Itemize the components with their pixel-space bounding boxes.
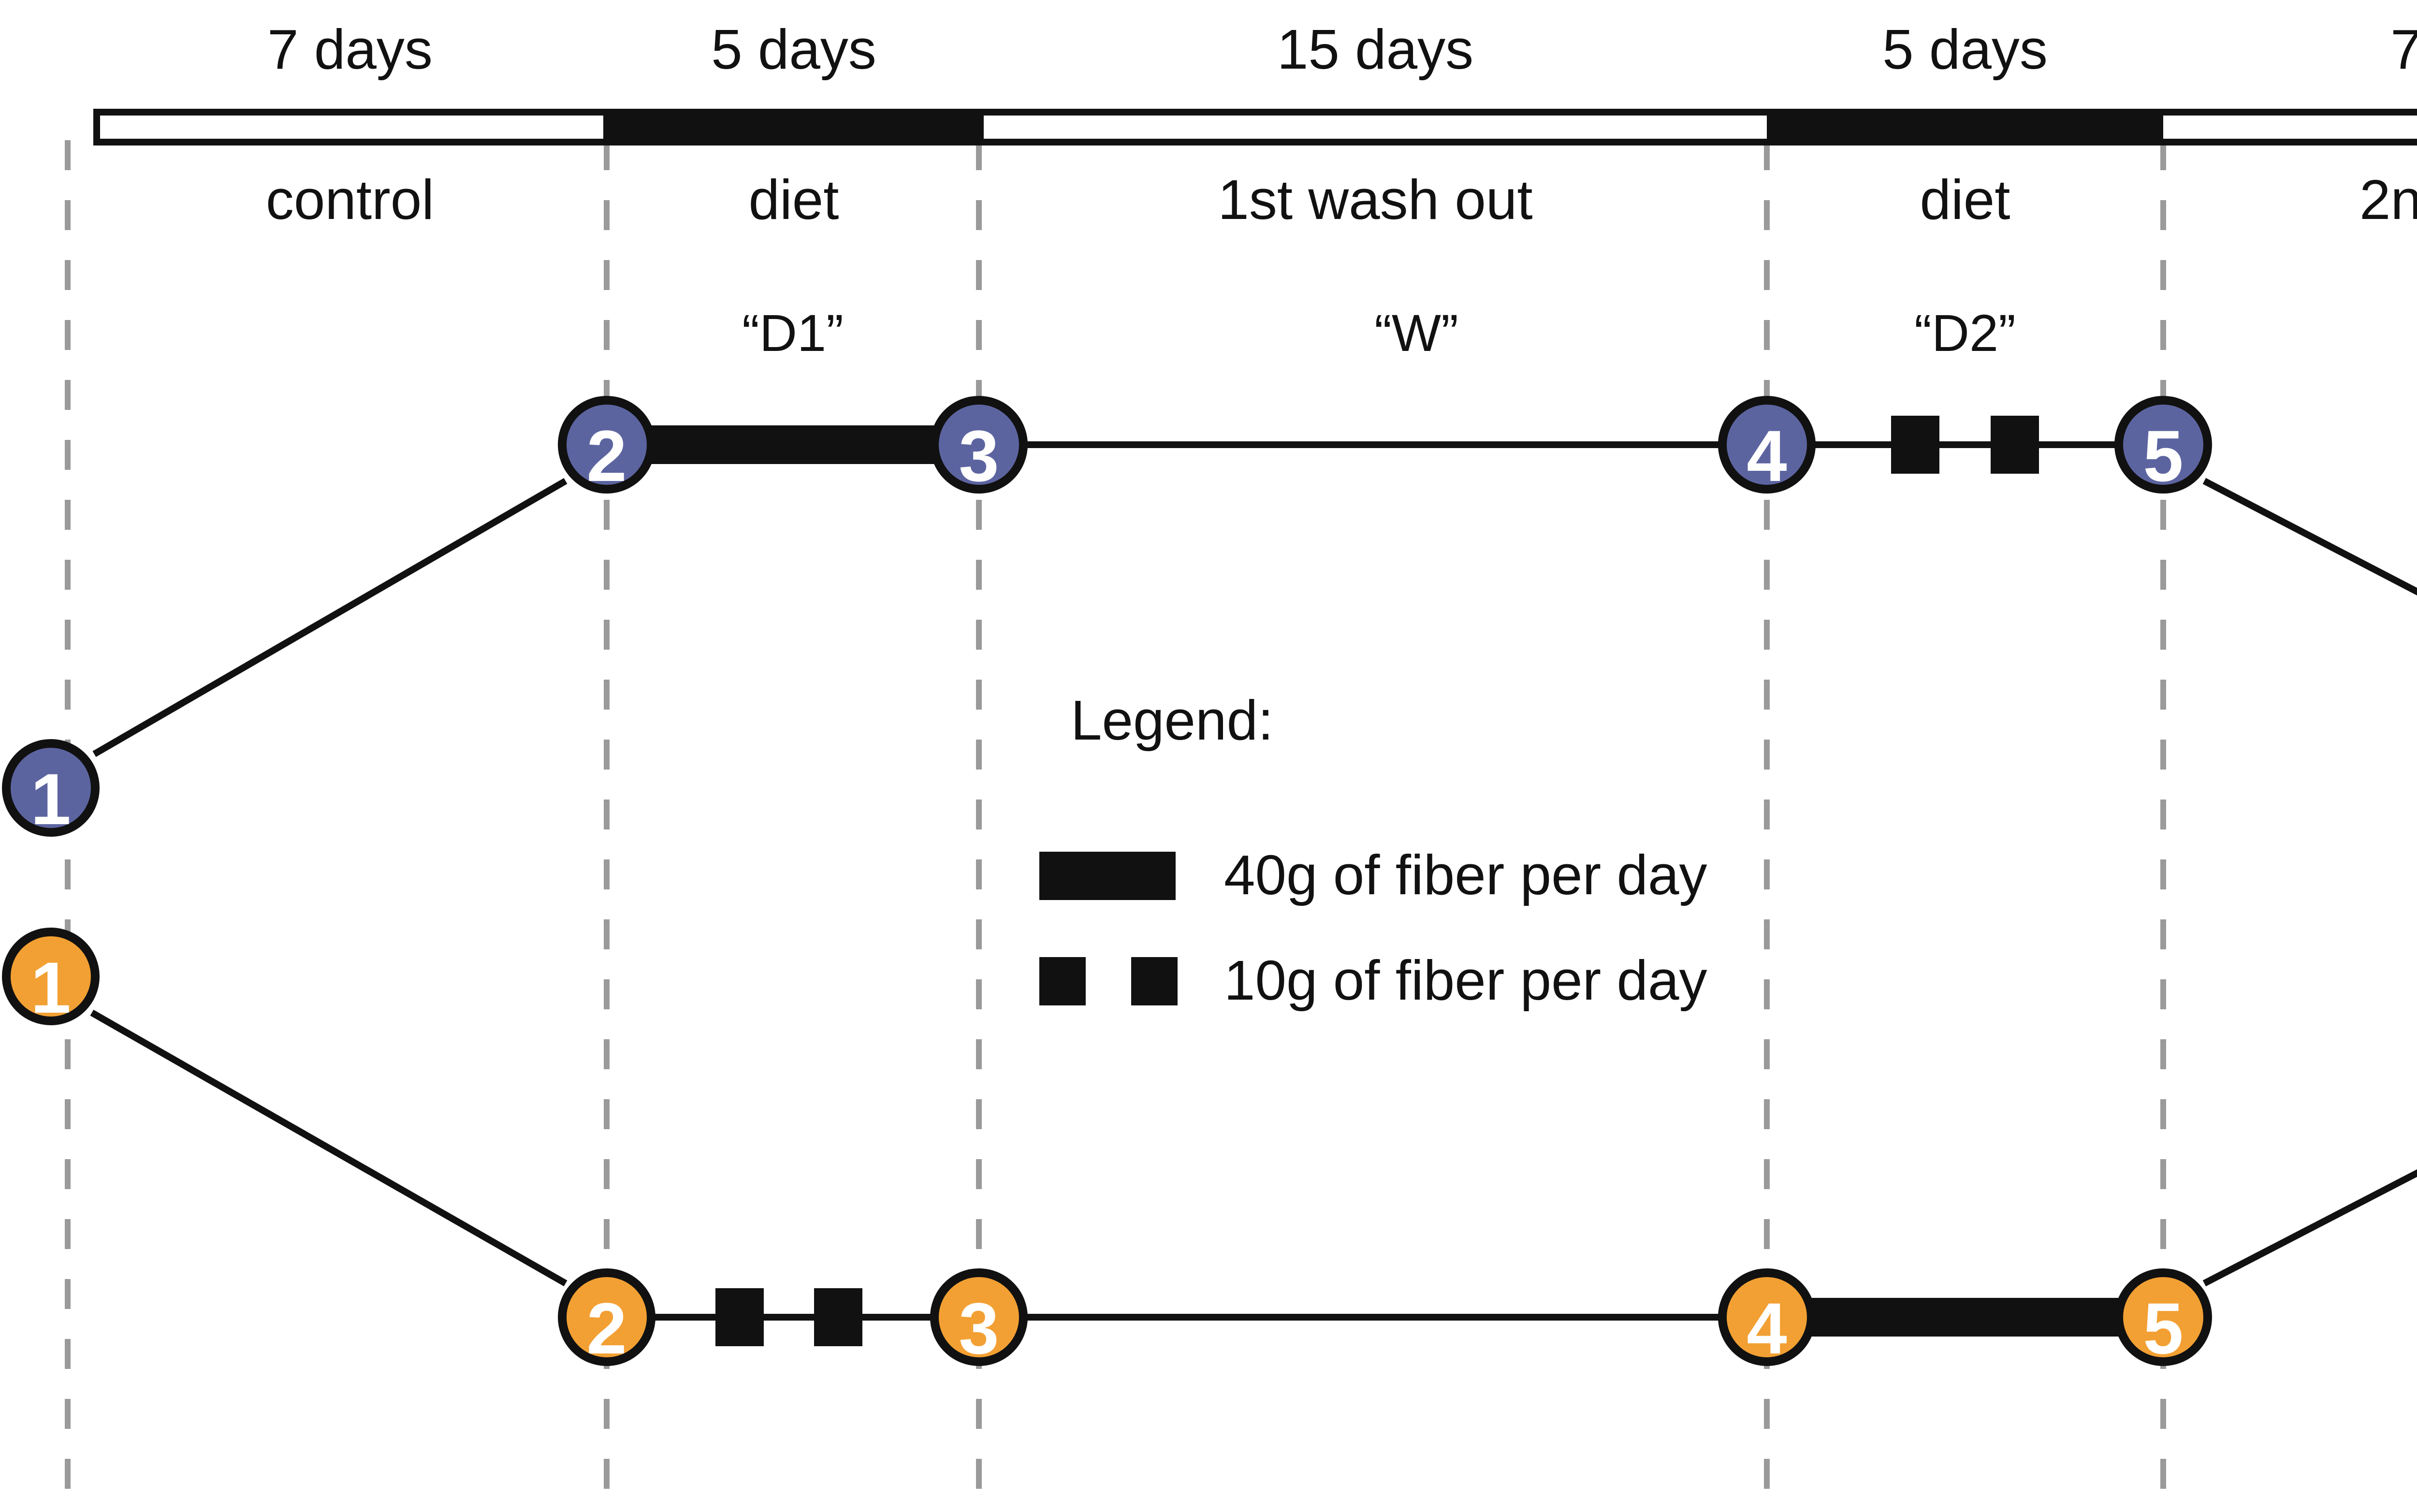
days-label-diet1: 5 days bbox=[711, 18, 876, 81]
node-orange-2[interactable] bbox=[558, 1268, 655, 1366]
orange-arm-nodes bbox=[2, 928, 2212, 1366]
edge-label-d1: “D1” bbox=[742, 304, 844, 362]
link-orange-5-6 bbox=[2202, 1169, 2417, 1287]
node-orange-5[interactable] bbox=[2114, 1268, 2212, 1366]
days-label-washout2: 7 days bbox=[2390, 18, 2417, 81]
legend-title: Legend: bbox=[1071, 689, 1274, 752]
link-blue-4-5-10g-block-b bbox=[1991, 416, 2039, 474]
phase-label-control: control bbox=[265, 168, 435, 231]
link-blue-1-2 bbox=[92, 478, 568, 757]
node-blue-2[interactable] bbox=[558, 396, 655, 494]
edge-label-w: “W” bbox=[1374, 304, 1458, 362]
node-blue-4[interactable] bbox=[1718, 396, 1816, 494]
blue-arm-nodes bbox=[2, 396, 2212, 837]
days-label-control: 7 days bbox=[267, 18, 433, 81]
phase-label-diet1: diet bbox=[748, 168, 839, 231]
timeline-bar bbox=[93, 109, 2417, 145]
days-label-diet2: 5 days bbox=[1882, 18, 2048, 81]
legend-swatch-10g-icon-b bbox=[1131, 957, 1178, 1005]
legend-swatch-40g-icon bbox=[1039, 852, 1176, 900]
legend-swatch-10g-icon-a bbox=[1039, 957, 1086, 1005]
link-blue-4-5-10g-block-a bbox=[1891, 416, 1939, 474]
node-blue-5[interactable] bbox=[2114, 396, 2212, 494]
node-blue-1[interactable] bbox=[2, 739, 100, 837]
node-orange-4[interactable] bbox=[1718, 1268, 1816, 1366]
edge-label-d2: “D2” bbox=[1914, 304, 2016, 362]
phase-label-washout1: 1st wash out bbox=[1218, 168, 1533, 231]
link-blue-2-3-40g bbox=[648, 425, 938, 464]
timeline-segment-diet1 bbox=[603, 112, 984, 142]
phase-label-washout2: 2nd wash out bbox=[2359, 168, 2417, 231]
node-orange-1[interactable] bbox=[2, 928, 100, 1025]
node-blue-3[interactable] bbox=[930, 396, 1028, 494]
blue-arm-links bbox=[92, 416, 2417, 757]
timeline-segment-washout1 bbox=[984, 112, 1767, 142]
timeline-bar-outline bbox=[93, 109, 2417, 145]
legend-item-10g-label: 10g of fiber per day bbox=[1224, 949, 1707, 1012]
legend-swatches bbox=[1039, 852, 1178, 1005]
timeline-segment-diet2 bbox=[1767, 112, 2163, 142]
link-orange-2-3-10g-block-b bbox=[814, 1288, 862, 1346]
link-blue-5-6 bbox=[2202, 478, 2417, 596]
orange-arm-links bbox=[90, 1009, 2417, 1346]
timeline-segment-washout2 bbox=[2163, 112, 2417, 142]
legend-item-40g-label: 40g of fiber per day bbox=[1224, 843, 1707, 906]
phase-label-diet2: diet bbox=[1920, 168, 2010, 231]
link-orange-2-3-10g-block-a bbox=[715, 1288, 764, 1346]
timeline-segment-control bbox=[97, 112, 603, 142]
node-orange-3[interactable] bbox=[930, 1268, 1028, 1366]
days-label-washout1: 15 days bbox=[1277, 18, 1474, 81]
link-orange-1-2 bbox=[90, 1009, 568, 1287]
link-orange-4-5-40g bbox=[1808, 1298, 2122, 1337]
